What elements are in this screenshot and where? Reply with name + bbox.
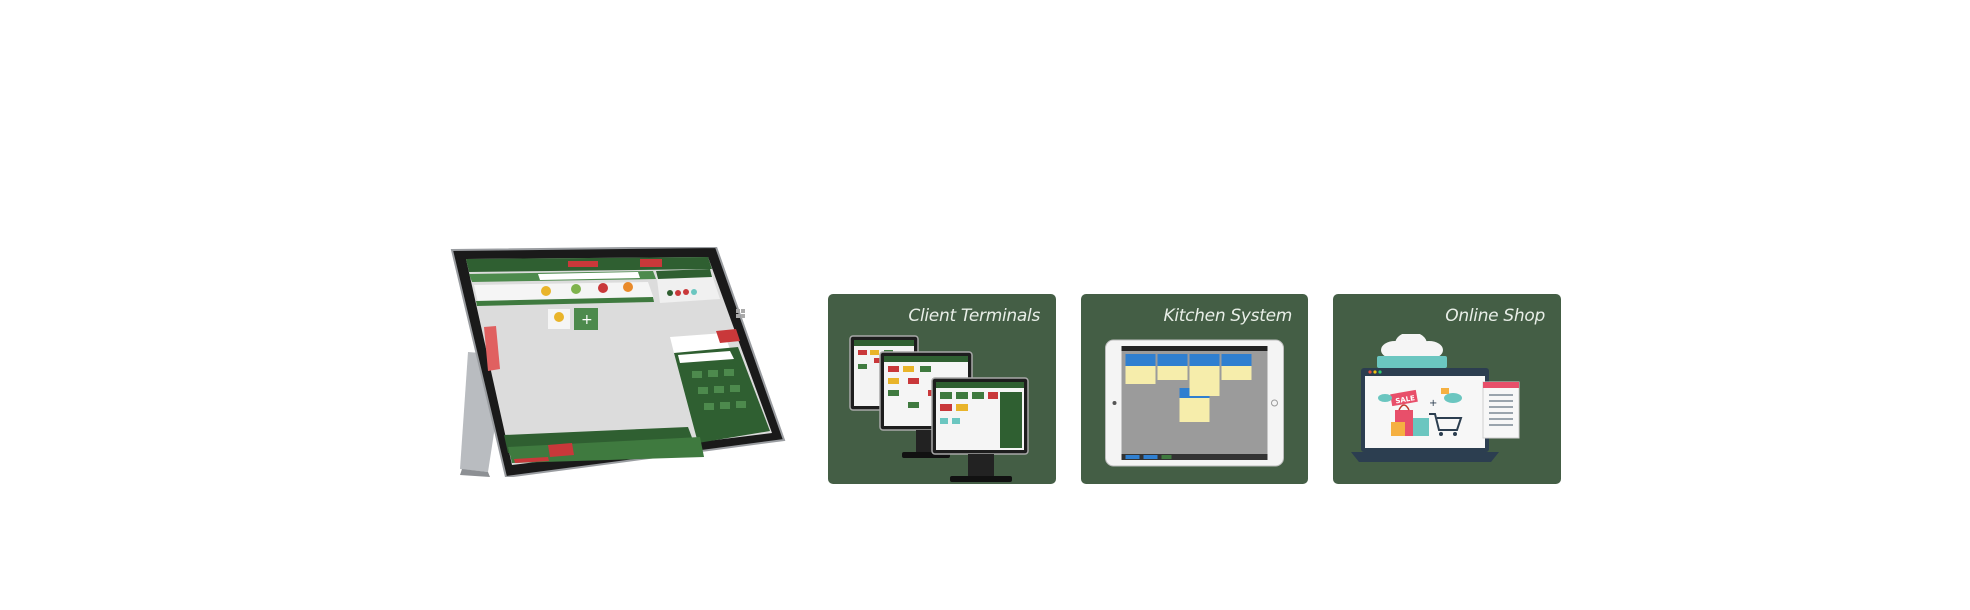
svg-text:+: + [581,312,593,328]
sale-tag-text: SALE [1395,394,1416,405]
client-terminals-illustration [828,334,1056,484]
svg-text:+: + [1429,398,1437,409]
pos-tablet-graphic: + [450,247,786,477]
online-shop-illustration: SALE + [1333,334,1561,484]
kitchen-system-title: Kitchen System [1163,306,1293,326]
client-terminals-card[interactable]: Client Terminals [828,294,1056,484]
kitchen-system-card[interactable]: Kitchen System [1081,294,1308,484]
online-shop-card[interactable]: Online Shop [1333,294,1561,484]
client-terminals-title: Client Terminals [908,306,1040,326]
online-shop-title: Online Shop [1445,306,1545,326]
kitchen-system-illustration [1081,334,1308,484]
pos-tablet-illustration: + [448,247,788,477]
